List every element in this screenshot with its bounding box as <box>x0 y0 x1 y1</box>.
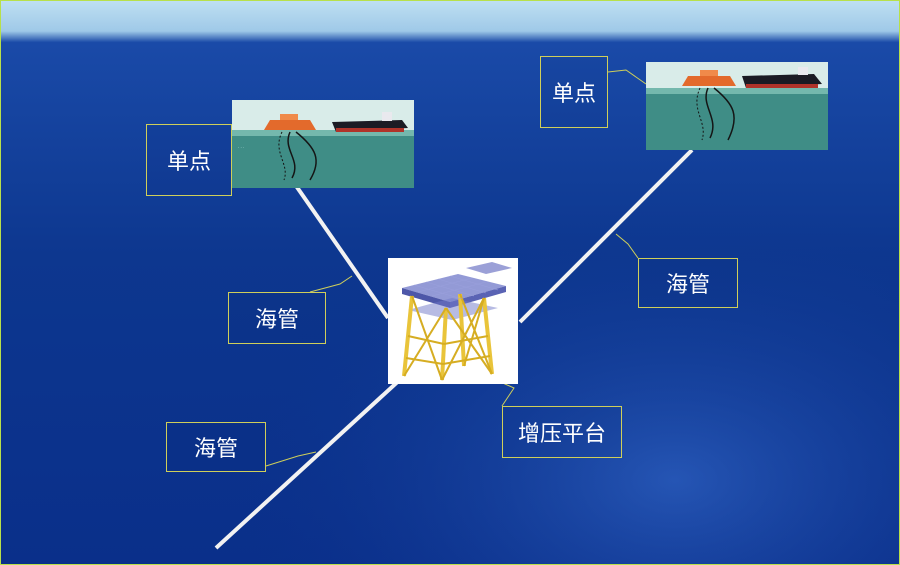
label-spm-left: 单点 <box>146 124 232 196</box>
single-point-mooring-photo-icon: . . . <box>232 100 414 188</box>
spm-photo-right <box>646 62 828 150</box>
callout-leader-pipe-left-lower <box>265 451 317 467</box>
callout-leader-pipe-left-upper <box>309 275 353 293</box>
label-pipe-left-lower: 海管 <box>166 422 266 472</box>
callout-leader-pipe-right <box>615 233 639 259</box>
spm-photo-left: . . . <box>232 100 414 188</box>
pipeline-lower-left <box>214 374 406 550</box>
jacket-platform-icon <box>402 262 512 381</box>
callout-leader-spm-right <box>607 69 647 85</box>
pipeline-to-right-spm <box>518 148 694 324</box>
label-spm-right: 单点 <box>540 56 608 128</box>
label-pipe-left-upper: 海管 <box>228 292 326 344</box>
svg-text:. . .: . . . <box>238 144 244 149</box>
label-pipe-right: 海管 <box>638 258 738 308</box>
label-platform: 增压平台 <box>502 406 622 458</box>
pipeline-to-left-spm <box>290 178 390 320</box>
single-point-mooring-photo-icon <box>646 62 828 150</box>
platform-picture <box>388 258 518 384</box>
